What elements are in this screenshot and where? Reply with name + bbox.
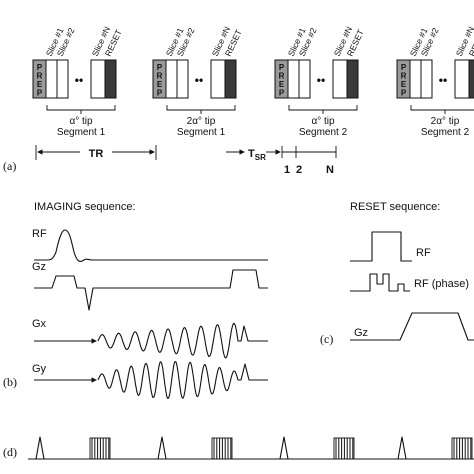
prep-letter: E <box>37 80 43 89</box>
prep-letter: P <box>157 89 163 98</box>
prep-letter: P <box>37 63 43 72</box>
prep-letter: R <box>401 72 407 81</box>
slice-n-box <box>90 59 106 99</box>
slice-2-box <box>56 59 69 99</box>
imaging-gx-trace <box>97 322 268 359</box>
slice-1-box <box>287 59 300 99</box>
slice-pulse-cluster <box>451 437 473 460</box>
segment-label: Segment 2 <box>299 127 348 138</box>
tip-label: 2α° tip <box>187 116 216 127</box>
segment-label: Segment 1 <box>57 127 106 138</box>
reset-box <box>224 59 237 99</box>
slice-1-box <box>165 59 178 99</box>
slice-1-box <box>409 59 422 99</box>
panel-b-tag: (b) <box>3 375 17 389</box>
tsr-label: TSR <box>248 148 266 162</box>
ellipsis-dots: •• <box>439 73 447 87</box>
prep-letter: R <box>279 72 285 81</box>
index-2: 2 <box>296 164 302 176</box>
reset-rf-phase-trace <box>350 273 410 292</box>
segment-bracket <box>410 105 474 111</box>
slice-n-box <box>454 59 470 99</box>
prep-letter: P <box>401 89 407 98</box>
index-1: 1 <box>284 164 290 176</box>
slice-2-box <box>420 59 433 99</box>
reset-trace-label-rf-phase: RF (phase) <box>414 278 469 290</box>
index-n: N <box>326 164 334 176</box>
slice-1-box <box>45 59 58 99</box>
reset-box <box>104 59 117 99</box>
segment-bracket <box>46 105 116 111</box>
reset-rf-trace <box>350 231 412 262</box>
tsr-interval: TSR 1 2 N <box>226 146 337 176</box>
reset-box <box>346 59 359 99</box>
trace-label-gx: Gx <box>32 318 47 330</box>
panel-c-tag: (c) <box>320 332 333 346</box>
trace-label-rf: RF <box>32 228 47 240</box>
slice-n-box <box>210 59 226 99</box>
panel-b-imaging-sequence: IMAGING sequence: RF Gz Gx Gy (b) <box>3 201 268 400</box>
prep-letter: E <box>401 80 407 89</box>
imaging-rf-trace <box>34 229 268 262</box>
prep-pulse-spike <box>397 436 407 460</box>
trace-label-gz: Gz <box>32 261 46 273</box>
ellipsis-dots: •• <box>317 73 325 87</box>
prep-letter: P <box>157 63 163 72</box>
slice-n-box <box>332 59 348 99</box>
tip-label: 2α° tip <box>431 116 460 127</box>
slice-2-box <box>176 59 189 99</box>
tr-interval: TR <box>35 145 157 160</box>
panel-a-tag: (a) <box>3 159 16 173</box>
prep-letter: P <box>37 89 43 98</box>
prep-letter: P <box>401 63 407 72</box>
trace-label-gy: Gy <box>32 363 47 375</box>
tr-label: TR <box>89 148 104 160</box>
slice-pulse-cluster <box>211 437 233 460</box>
reset-box <box>468 59 474 99</box>
segment-bracket <box>288 105 358 111</box>
prep-letter: P <box>279 63 285 72</box>
ellipsis-dots: •• <box>195 73 203 87</box>
segment-label: Segment 2 <box>421 127 470 138</box>
panel-d-pulse-train: (d) <box>3 436 474 460</box>
tip-label: α° tip <box>69 116 93 127</box>
slice-2-box <box>298 59 311 99</box>
tip-label: α° tip <box>311 116 335 127</box>
prep-pulse-spike <box>35 436 45 460</box>
panel-d-tag: (d) <box>3 445 17 459</box>
prep-letter: R <box>37 72 43 81</box>
imaging-title: IMAGING sequence: <box>34 201 136 213</box>
pulse-train-marks <box>35 436 473 460</box>
slice-pulse-cluster <box>333 437 355 460</box>
imaging-gy-trace <box>97 360 268 400</box>
segment-bracket <box>166 105 236 111</box>
prep-letter: E <box>157 80 163 89</box>
imaging-gz-trace <box>34 269 268 311</box>
panel-c-reset-sequence: RESET sequence: RF RF (phase) Gz (c) <box>320 201 474 346</box>
reset-gz-trace <box>350 312 474 341</box>
reset-trace-label-rf: RF <box>416 247 431 259</box>
segment-label: Segment 1 <box>177 127 226 138</box>
reset-trace-label-gz: Gz <box>354 327 368 339</box>
prep-pulse-spike <box>279 436 289 460</box>
reset-title: RESET sequence: <box>350 201 440 213</box>
prep-letter: E <box>279 80 285 89</box>
ellipsis-dots: •• <box>75 73 83 87</box>
slice-pulse-cluster <box>89 437 111 460</box>
prep-pulse-spike <box>157 436 167 460</box>
prep-letter: R <box>157 72 163 81</box>
prep-letter: P <box>279 89 285 98</box>
